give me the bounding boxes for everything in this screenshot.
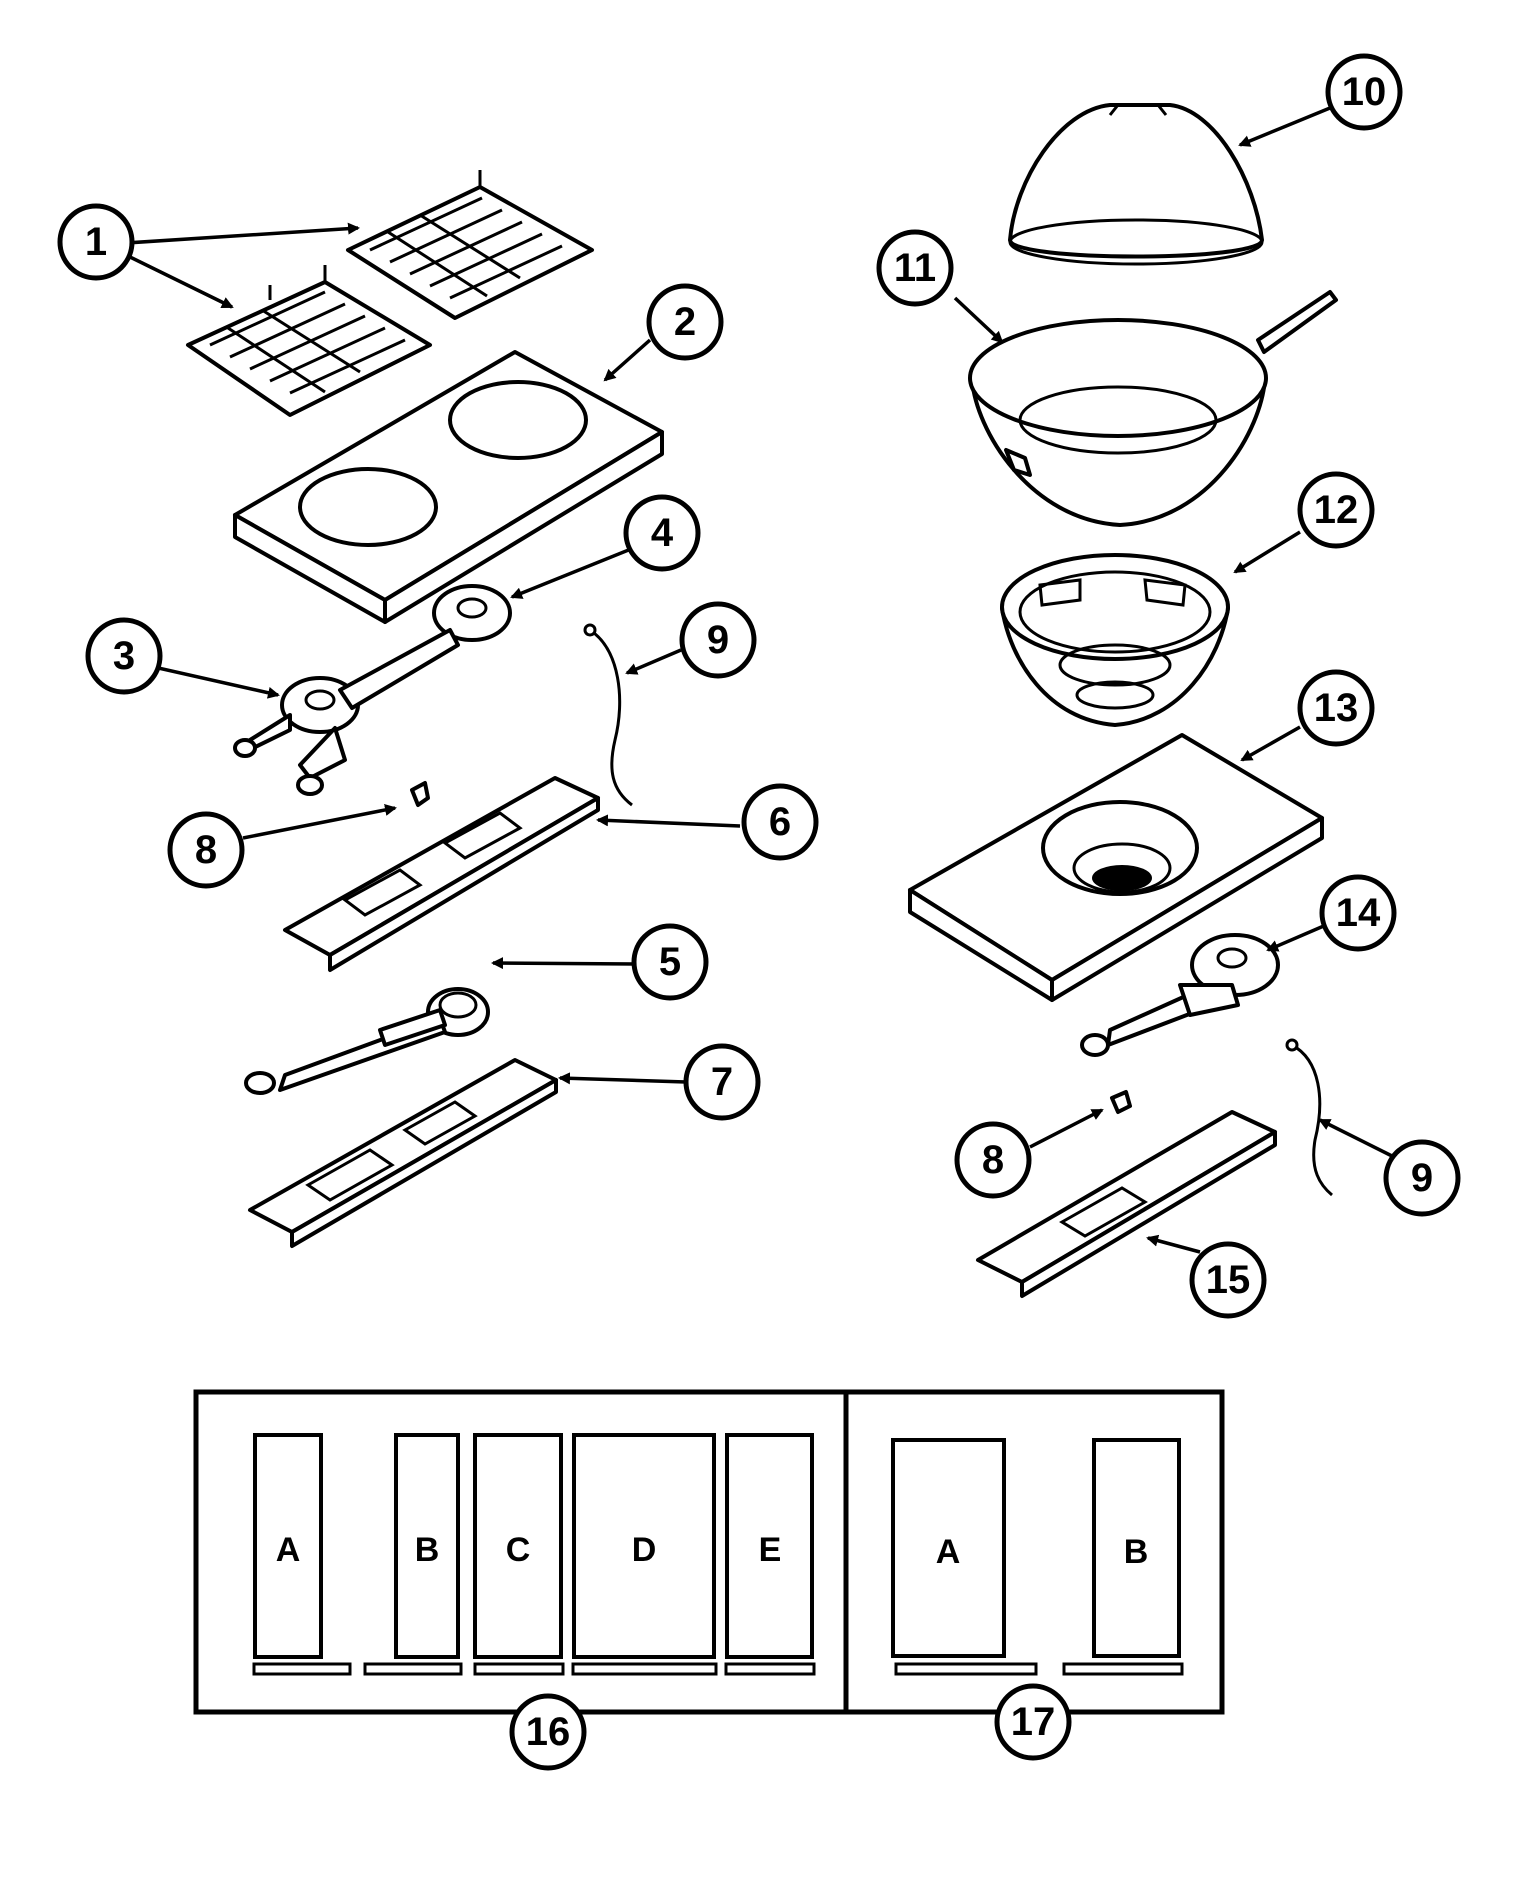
- svg-text:6: 6: [769, 800, 791, 844]
- svg-text:A: A: [936, 1533, 961, 1571]
- kit-16: A B C D E: [252, 1433, 816, 1676]
- callout-15: 15: [1189, 1241, 1267, 1319]
- svg-text:4: 4: [651, 511, 674, 555]
- svg-text:9: 9: [707, 618, 729, 662]
- kit-16-part-d: D: [571, 1433, 718, 1676]
- svg-text:1: 1: [85, 220, 107, 264]
- burner-icon: [1080, 933, 1280, 1057]
- kit-16-part-a: A: [252, 1433, 352, 1676]
- cooktop-panel-icon: [233, 350, 664, 624]
- callout-2: 2: [646, 283, 724, 361]
- burner-box-icon: [976, 1110, 1277, 1298]
- callout-12: 12: [1297, 471, 1375, 549]
- leader-lines: [122, 106, 1393, 1254]
- callout-17: 17: [994, 1683, 1072, 1761]
- svg-text:17: 17: [1011, 1700, 1056, 1744]
- svg-text:13: 13: [1314, 686, 1359, 730]
- svg-text:A: A: [276, 1531, 301, 1569]
- svg-text:3: 3: [113, 634, 135, 678]
- callout-5: 5: [631, 923, 709, 1001]
- callout-9-left: 9: [679, 601, 757, 679]
- callout-6: 6: [741, 783, 819, 861]
- svg-text:C: C: [506, 1531, 531, 1569]
- svg-text:10: 10: [1342, 70, 1387, 114]
- callout-9-right: 9: [1383, 1139, 1461, 1217]
- kit-16-part-b: B: [363, 1433, 463, 1676]
- electrode-wire-icon: [1285, 1038, 1333, 1197]
- svg-text:11: 11: [894, 246, 936, 290]
- burner-box-icon: [248, 1058, 558, 1248]
- callout-11: 11: [876, 229, 954, 307]
- callout-7: 7: [683, 1043, 761, 1121]
- callout-10: 10: [1325, 53, 1403, 131]
- electrode-wire-icon: [583, 623, 633, 807]
- svg-text:2: 2: [674, 300, 696, 344]
- kit-17-part-a: A: [891, 1438, 1038, 1676]
- wok-ring-icon: [1000, 553, 1230, 727]
- callout-8-right: 8: [954, 1121, 1032, 1199]
- callout-3: 3: [85, 617, 163, 695]
- burner-box-icon: [283, 776, 600, 972]
- svg-text:5: 5: [659, 940, 681, 984]
- callout-13: 13: [1297, 669, 1375, 747]
- callout-16: 16: [509, 1693, 587, 1771]
- callout-1: 1: [57, 203, 135, 281]
- svg-text:9: 9: [1411, 1156, 1433, 1200]
- burner-icon: [233, 584, 512, 796]
- callout-14: 14: [1319, 874, 1397, 952]
- kit-16-part-e: E: [724, 1433, 816, 1676]
- svg-text:12: 12: [1314, 488, 1359, 532]
- svg-text:B: B: [415, 1531, 440, 1569]
- wok-panel-icon: [908, 733, 1324, 1002]
- svg-text:8: 8: [982, 1138, 1004, 1182]
- svg-text:15: 15: [1206, 1258, 1251, 1302]
- clip-icon: [1110, 1090, 1132, 1114]
- kit-17-part-b: B: [1062, 1438, 1184, 1676]
- clip-icon: [410, 781, 430, 807]
- svg-text:D: D: [632, 1531, 657, 1569]
- wok-icon: [968, 290, 1338, 527]
- kit-16-part-c: C: [473, 1433, 565, 1676]
- svg-text:8: 8: [195, 828, 217, 872]
- grate-icon: [186, 265, 432, 417]
- wok-cover-icon: [1008, 103, 1264, 266]
- svg-text:E: E: [759, 1531, 782, 1569]
- grate-icon: [346, 170, 594, 320]
- svg-text:14: 14: [1336, 891, 1381, 935]
- kit-17: A B: [891, 1438, 1184, 1676]
- svg-text:7: 7: [711, 1060, 733, 1104]
- callout-8-left: 8: [167, 811, 245, 889]
- svg-text:16: 16: [526, 1710, 571, 1754]
- svg-text:B: B: [1124, 1533, 1149, 1571]
- burner-icon: [244, 987, 490, 1095]
- callout-4: 4: [623, 494, 701, 572]
